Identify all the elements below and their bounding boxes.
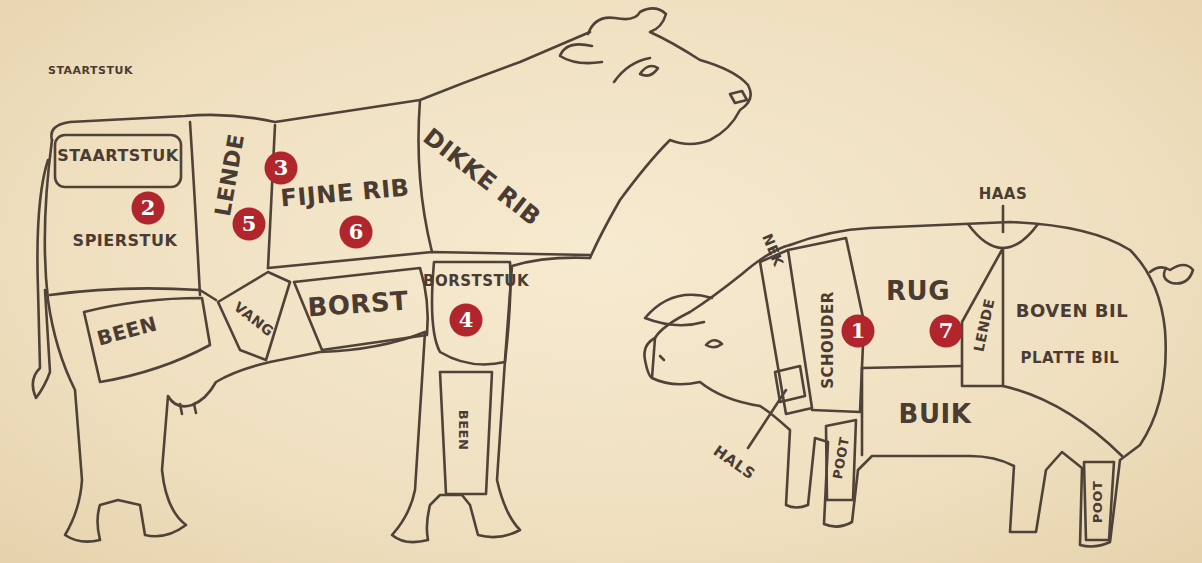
leader-line [1002,206,1005,232]
cut-label: SPIERSTUK [73,233,178,249]
cut-outline [419,100,433,252]
callout-fill [340,216,373,249]
cut-label: STAARTSTUK [57,148,178,164]
cut-outline [862,368,1122,456]
pig-drawing [644,206,1193,546]
cut-label: BUIK [899,401,972,427]
cow-ear [560,44,602,63]
cow-udder [180,404,196,414]
callout-fill [450,304,483,337]
callout-number: 3 [264,151,298,185]
leader-line [748,390,786,448]
cut-label: BEEN [95,313,159,348]
callout-text: 1 [841,314,875,348]
cut-outline [826,420,856,500]
cut-label: POOT [831,436,851,480]
callout-fill [842,315,875,348]
cut-label: FIJNE RIB [280,175,411,210]
cut-label: BORSTSTUK [423,274,529,289]
cut-outline [862,366,962,368]
cut-outline [50,122,216,300]
callout-number: 1 [841,314,875,348]
callout-text: 2 [131,191,165,225]
callout-number: 2 [131,191,165,225]
callout-number: 5 [232,207,266,241]
cut-label: BORST [307,288,409,321]
cow-outline [51,32,590,140]
pig-snout [644,338,664,378]
callout-number: 6 [339,215,373,249]
cut-outline [294,268,428,350]
cut-label: VANG [232,299,277,338]
cut-outline [55,135,181,187]
pig-tail [1150,265,1193,283]
cut-label: NEK [760,232,786,268]
callout-fill [233,208,266,241]
callout-fill [132,192,165,225]
callout-number: 7 [929,314,963,348]
cow-drawing [33,8,751,542]
cut-outline [440,372,492,494]
cut-outline [775,366,805,402]
cut-label: STAARTSTUK [48,65,133,76]
cut-label: PLATTE BIL [1021,351,1120,366]
cut-outline [268,125,275,268]
cut-outline [84,298,210,382]
cut-label: RUG [886,278,950,304]
pig-ear [645,295,712,325]
callout-number: 4 [449,303,483,337]
cut-outline [962,248,1003,386]
pig-eye [706,340,722,347]
cow-eye [614,58,658,82]
cow-front-leg [392,258,590,542]
cow-head [588,8,751,258]
cut-label: BEEN [457,410,470,451]
cut-label: BOVEN BIL [1016,302,1128,320]
callout-text: 6 [339,215,373,249]
cow-tail [33,160,50,398]
cut-label: HAAS [979,187,1028,202]
cut-label: LENDE [212,132,248,218]
callout-text: 3 [264,151,298,185]
callout-fill [930,315,963,348]
callout-text: 4 [449,303,483,337]
cut-label: HALS [711,444,758,483]
callout-fill [265,152,298,185]
pig-outline [760,222,1166,546]
cut-outline [1084,462,1114,540]
cut-label: POOT [1091,481,1104,524]
cut-outline [218,272,290,360]
cow-nostril [730,91,747,103]
callout-text: 5 [232,207,266,241]
cut-outline [268,252,590,268]
cut-label: LENDE [972,297,997,353]
cut-label: SCHOUDER [821,291,836,389]
callout-text: 7 [929,314,963,348]
cut-label: DIKKE RIB [419,124,545,230]
